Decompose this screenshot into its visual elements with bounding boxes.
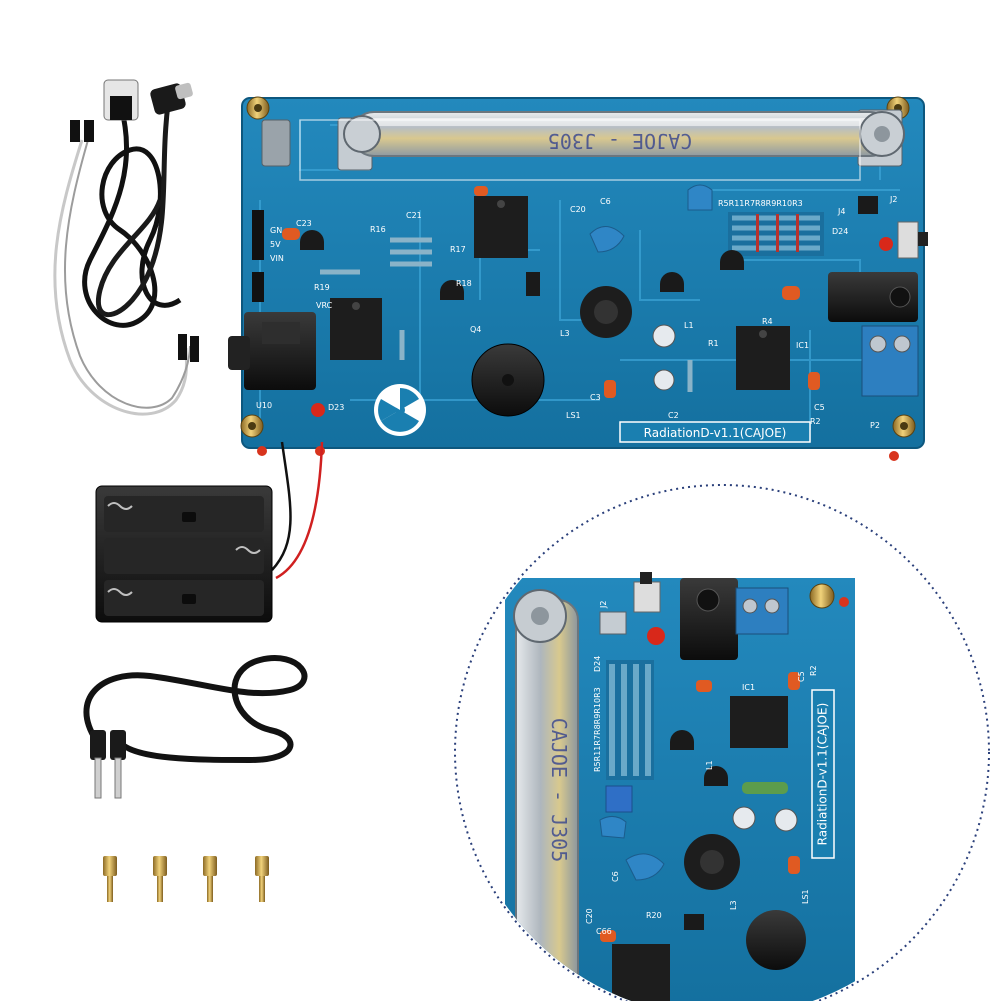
label-r19: R19: [314, 283, 330, 292]
label-c2: C2: [668, 411, 679, 420]
pin-label-5v: 5V: [270, 240, 281, 249]
label-r17: R17: [450, 245, 466, 254]
inset-label-resistor-bank: R5R11R7R8R9R10R3: [593, 687, 602, 772]
jumper-j4: [858, 196, 878, 214]
inset-label-c66: C66: [596, 927, 612, 936]
piezo-buzzer: [471, 343, 545, 417]
radiation-symbol: [374, 384, 426, 436]
label-r16: R16: [370, 225, 386, 234]
inset-label-c20: C20: [585, 908, 594, 924]
pin-label-gn: GN: [270, 226, 282, 235]
inset-label-c6: C6: [611, 871, 620, 882]
inset-label-l3: L3: [729, 900, 738, 910]
power-switch: [897, 221, 928, 259]
inset-label-ic1: IC1: [742, 683, 755, 692]
resistors: [320, 237, 693, 392]
label-l3: L3: [560, 329, 570, 338]
inset-label-d24: D24: [593, 656, 602, 672]
label-l1: L1: [684, 321, 694, 330]
audio-jack: [228, 312, 316, 390]
label-j4: J4: [837, 207, 845, 216]
standoff-4: [255, 856, 269, 902]
label-ic1: IC1: [796, 341, 809, 350]
leds: [311, 237, 893, 417]
resistor-bank: [728, 212, 824, 256]
label-r4: R4: [762, 317, 773, 326]
geiger-counter-board: CAJOE - J305 GN 5V VIN: [228, 96, 928, 461]
ic-right: [736, 326, 790, 390]
standoff-2: [153, 856, 167, 902]
inset-label-r2: R2: [809, 665, 818, 676]
label-r2: R2: [810, 417, 821, 426]
ic-left: [330, 298, 382, 360]
board-title-box: RadiationD-v1.1(CAJOE): [619, 421, 811, 443]
ic-top: [474, 196, 528, 258]
capacitors: [282, 186, 820, 398]
pin-label-vin: VIN: [270, 254, 284, 263]
brass-standoffs: [103, 856, 269, 902]
label-c3: C3: [590, 393, 601, 402]
inset-label-j2: J2: [599, 601, 608, 609]
label-c21: C21: [406, 211, 422, 220]
transistors: [300, 230, 744, 300]
label-c6: C6: [600, 197, 611, 206]
label-c23: C23: [296, 219, 312, 228]
label-d23: D23: [328, 403, 344, 412]
label-q4: Q4: [470, 325, 481, 334]
label-r1: R1: [708, 339, 719, 348]
inset-label-r20: R20: [646, 911, 662, 920]
inset-title-label: RadiationD-v1.1(CAJOE): [816, 703, 830, 846]
label-resistor-bank: R5R11R7R8R9R10R3: [718, 199, 803, 208]
ic-chips: [330, 196, 790, 390]
label-c20: C20: [570, 205, 586, 214]
usb-cable: [82, 79, 193, 328]
tube-marking: CAJOE - J305: [548, 129, 693, 153]
label-ls1: LS1: [566, 411, 581, 420]
inductor-l3: [580, 286, 632, 338]
inset-label-ls1: LS1: [801, 889, 810, 904]
blue-capacitors: [589, 184, 713, 253]
screw-terminal: [861, 325, 919, 397]
label-r18: R18: [456, 279, 472, 288]
label-j2: J2: [889, 195, 897, 204]
standoff-3: [203, 856, 217, 902]
inset-label-c5: C5: [797, 671, 806, 682]
label-p2: P2: [870, 421, 880, 430]
zoom-inset: CAJOE - J305: [454, 484, 990, 1001]
inset-label-l1: L1: [705, 760, 714, 770]
audio-cable: [83, 655, 308, 799]
label-d24: D24: [832, 227, 848, 236]
pin-header-left: GN 5V VIN: [252, 210, 284, 302]
inset-tube-marking: CAJOE - J305: [547, 718, 571, 863]
electrolytic-caps: [652, 324, 676, 391]
label-vrc: VRC: [316, 301, 333, 310]
jumper-wire: [53, 120, 199, 416]
label-u10: U10: [256, 401, 272, 410]
board-title-label: RadiationD-v1.1(CAJOE): [644, 426, 787, 440]
battery-holder: [95, 441, 324, 623]
standoff-1: [103, 856, 117, 902]
dc-power-jack: [828, 272, 918, 322]
geiger-tube: CAJOE - J305: [343, 111, 905, 157]
label-c5: C5: [814, 403, 825, 412]
